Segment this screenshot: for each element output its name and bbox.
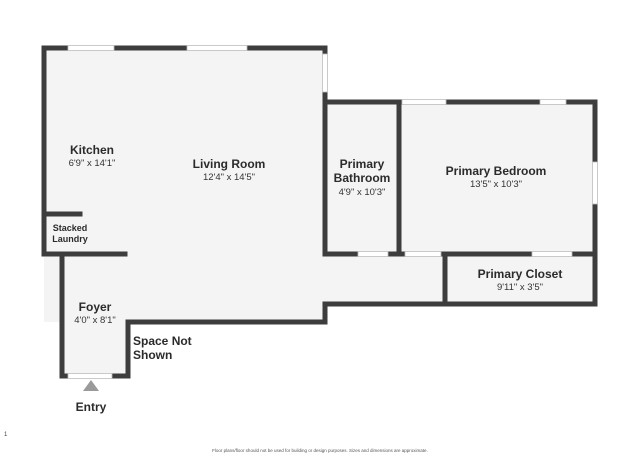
door-bedroom: [404, 251, 442, 257]
doors: [67, 251, 573, 379]
room-name-stacked-laundry-1: Stacked: [53, 223, 88, 233]
room-name-primary-closet: Primary Closet: [478, 267, 563, 281]
floor-closet: [445, 254, 595, 304]
door-entry: [67, 373, 113, 379]
label-space-not-shown-2: Shown: [133, 348, 172, 362]
door-bathroom: [357, 251, 389, 257]
door-closet: [531, 251, 573, 257]
floor-fills: [44, 48, 595, 376]
room-name-primary-bathroom-2: Bathroom: [334, 171, 391, 185]
room-dims-primary-bedroom: 13'5" x 10'3": [470, 179, 522, 190]
floor-bathroom: [325, 102, 399, 254]
floor-foyer: [62, 254, 128, 376]
page-number: 1: [4, 432, 8, 438]
window-kitchen: [67, 45, 115, 51]
room-name-foyer: Foyer: [79, 300, 112, 314]
room-name-primary-bedroom: Primary Bedroom: [446, 164, 547, 178]
room-name-stacked-laundry-2: Laundry: [52, 234, 88, 244]
window-bedroom-top-right: [539, 99, 567, 105]
room-dims-primary-bathroom: 4'9" x 10'3": [339, 187, 386, 198]
floor-bedroom: [399, 102, 595, 254]
entry-arrow-icon: [83, 380, 99, 391]
wall-south: [125, 301, 448, 325]
entry-label: Entry: [76, 400, 107, 414]
footnote: Floor plans/floor should not be used for…: [212, 448, 428, 453]
room-name-primary-bathroom-1: Primary: [340, 157, 385, 171]
window-living-room: [186, 45, 248, 51]
room-dims-foyer: 4'0" x 8'1": [74, 315, 116, 326]
floor-hall: [325, 254, 445, 304]
wall-exterior-top-left: [41, 45, 598, 307]
room-dims-primary-closet: 9'11" x 3'5": [497, 282, 543, 293]
window-bedroom-side: [592, 161, 598, 205]
room-dims-kitchen: 6'9" x 14'1": [69, 158, 116, 169]
label-space-not-shown-1: Space Not: [133, 334, 192, 348]
window-bedroom-top: [401, 99, 447, 105]
room-dims-living-room: 12'4" x 14'5": [203, 172, 255, 183]
windows: [67, 45, 598, 205]
room-name-living-room: Living Room: [193, 157, 266, 171]
room-name-kitchen: Kitchen: [70, 143, 114, 157]
walls: [41, 45, 598, 379]
window-living-side: [322, 53, 328, 93]
room-labels: Kitchen 6'9" x 14'1" Living Room 12'4" x…: [52, 143, 562, 362]
